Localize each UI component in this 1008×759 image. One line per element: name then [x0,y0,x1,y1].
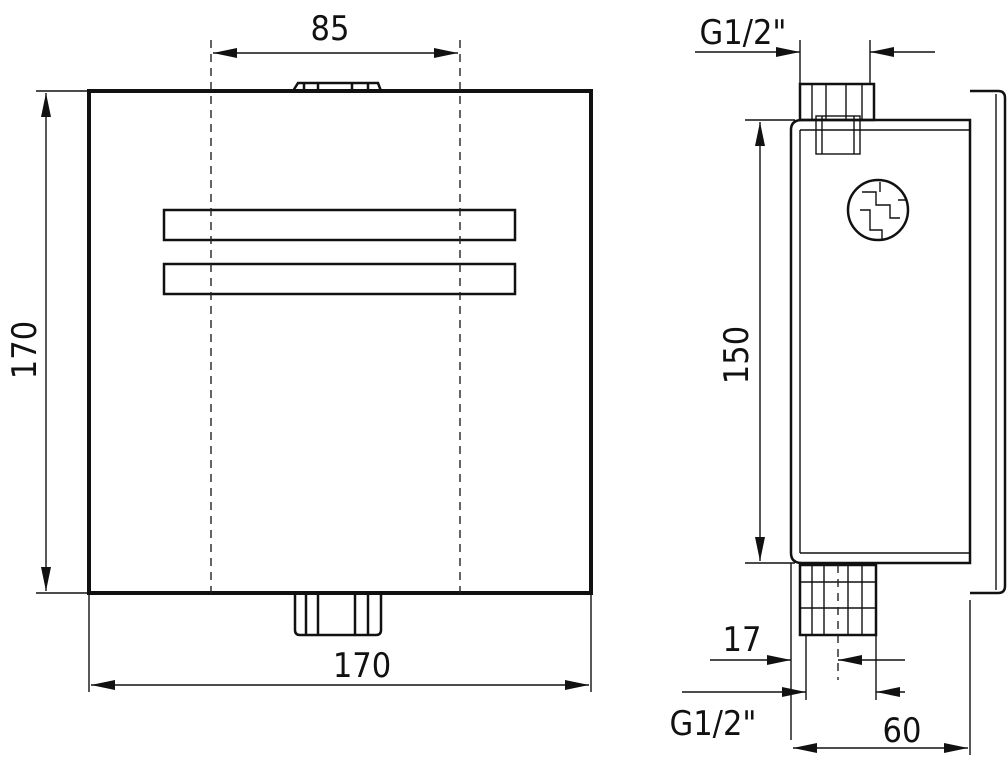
front-slot-lower [162,262,517,296]
side-bottom-fitting [798,563,878,680]
front-slot-upper [162,208,517,242]
dim-thread-bottom-label: G1/2" [670,704,757,744]
side-view: G1/2" 150 17 G1/2" 60 [670,13,1007,755]
dim-170-height-label: 170 [5,321,45,379]
dim-170-width-label: 170 [333,646,391,686]
front-bottom-fitting [293,593,383,637]
side-body-outline [789,118,972,565]
side-cover-plate [970,89,1007,595]
side-round-port [846,178,910,242]
dim-60-label: 60 [883,711,922,751]
dim-thread-top-label: G1/2" [700,13,787,53]
dim-150-label: 150 [717,326,757,384]
side-top-fitting [798,82,876,155]
dim-17-label: 17 [723,620,762,660]
front-body-outline [87,89,593,595]
front-top-nut [291,81,383,92]
front-view: 85 170 170 [5,9,593,692]
dim-85-label: 85 [311,9,350,49]
